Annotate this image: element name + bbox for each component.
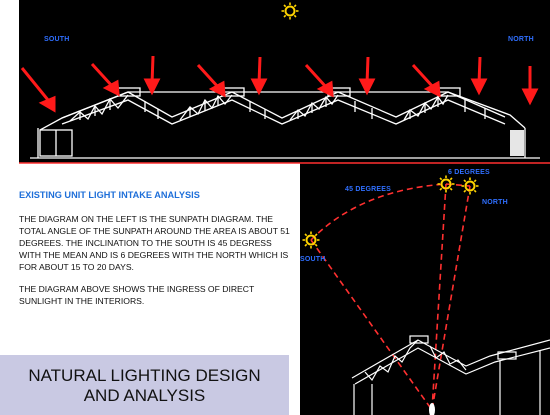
- sunlight-arrows: [20, 55, 539, 113]
- north-label-right: NORTH: [482, 199, 508, 206]
- analysis-paragraph-2: THE DIAGRAM ABOVE SHOWS THE INGRESS OF D…: [19, 284, 255, 306]
- roof-truss-structure: [39, 87, 526, 131]
- north-label: NORTH: [508, 36, 534, 43]
- sunpath-diagram-panel: [300, 163, 550, 415]
- sun-icon: [280, 1, 300, 21]
- south-label: SOUTH: [44, 36, 70, 43]
- page-title-box: NATURAL LIGHTING DESIGN AND ANALYSIS: [0, 355, 289, 415]
- page-title-line-2: AND ANALYSIS: [83, 386, 206, 405]
- section-structure-detail: [351, 335, 550, 415]
- analysis-title: EXISTING UNIT LIGHT INTAKE ANALYSIS: [19, 190, 200, 200]
- page-title-line-1: NATURAL LIGHTING DESIGN: [28, 366, 261, 385]
- south-label-right: SOUTH: [300, 256, 326, 263]
- angle-north-label: 6 DEGREES: [448, 169, 490, 176]
- sunpath-lines: [310, 183, 471, 411]
- analysis-section: EXISTING UNIT LIGHT INTAKE ANALYSIS THE …: [19, 190, 291, 317]
- angle-south-label: 45 DEGREES: [345, 186, 391, 193]
- analysis-paragraph-1: THE DIAGRAM ON THE LEFT IS THE SUNPATH D…: [19, 214, 290, 272]
